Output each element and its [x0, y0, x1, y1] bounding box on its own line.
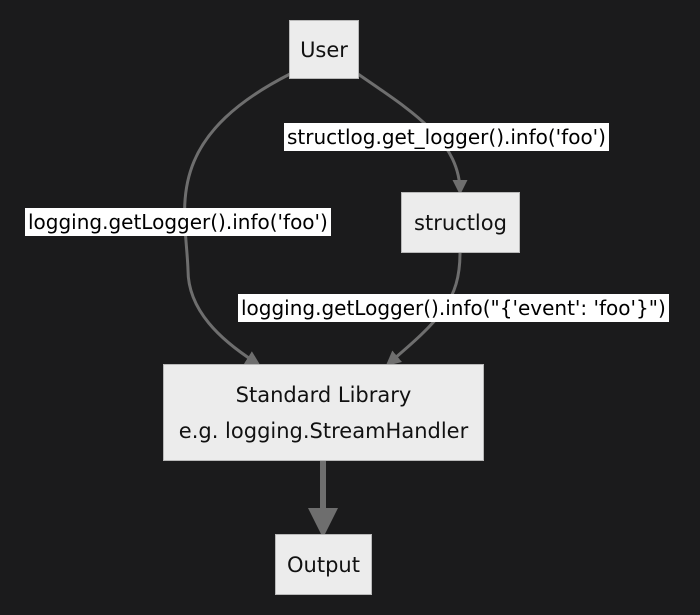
node-stdlib-line2: e.g. logging.StreamHandler	[178, 418, 469, 443]
node-structlog: structlog	[401, 192, 520, 253]
node-stdlib-line1: Standard Library	[235, 382, 412, 407]
edge-label-user-to-structlog: structlog.get_logger().info('foo')	[284, 123, 609, 151]
edge-label-structlog-to-stdlib: logging.getLogger().info("{'event': 'foo…	[238, 294, 669, 322]
edge-user-to-stdlib	[183, 72, 291, 366]
node-user: User	[289, 20, 359, 79]
node-standard-library: Standard Library e.g. logging.StreamHand…	[163, 364, 484, 461]
node-output: Output	[275, 534, 372, 595]
edge-label-user-to-stdlib: logging.getLogger().info('foo')	[25, 208, 331, 236]
node-structlog-label: structlog	[414, 210, 507, 235]
node-output-label: Output	[287, 552, 360, 577]
node-user-label: User	[300, 37, 348, 62]
